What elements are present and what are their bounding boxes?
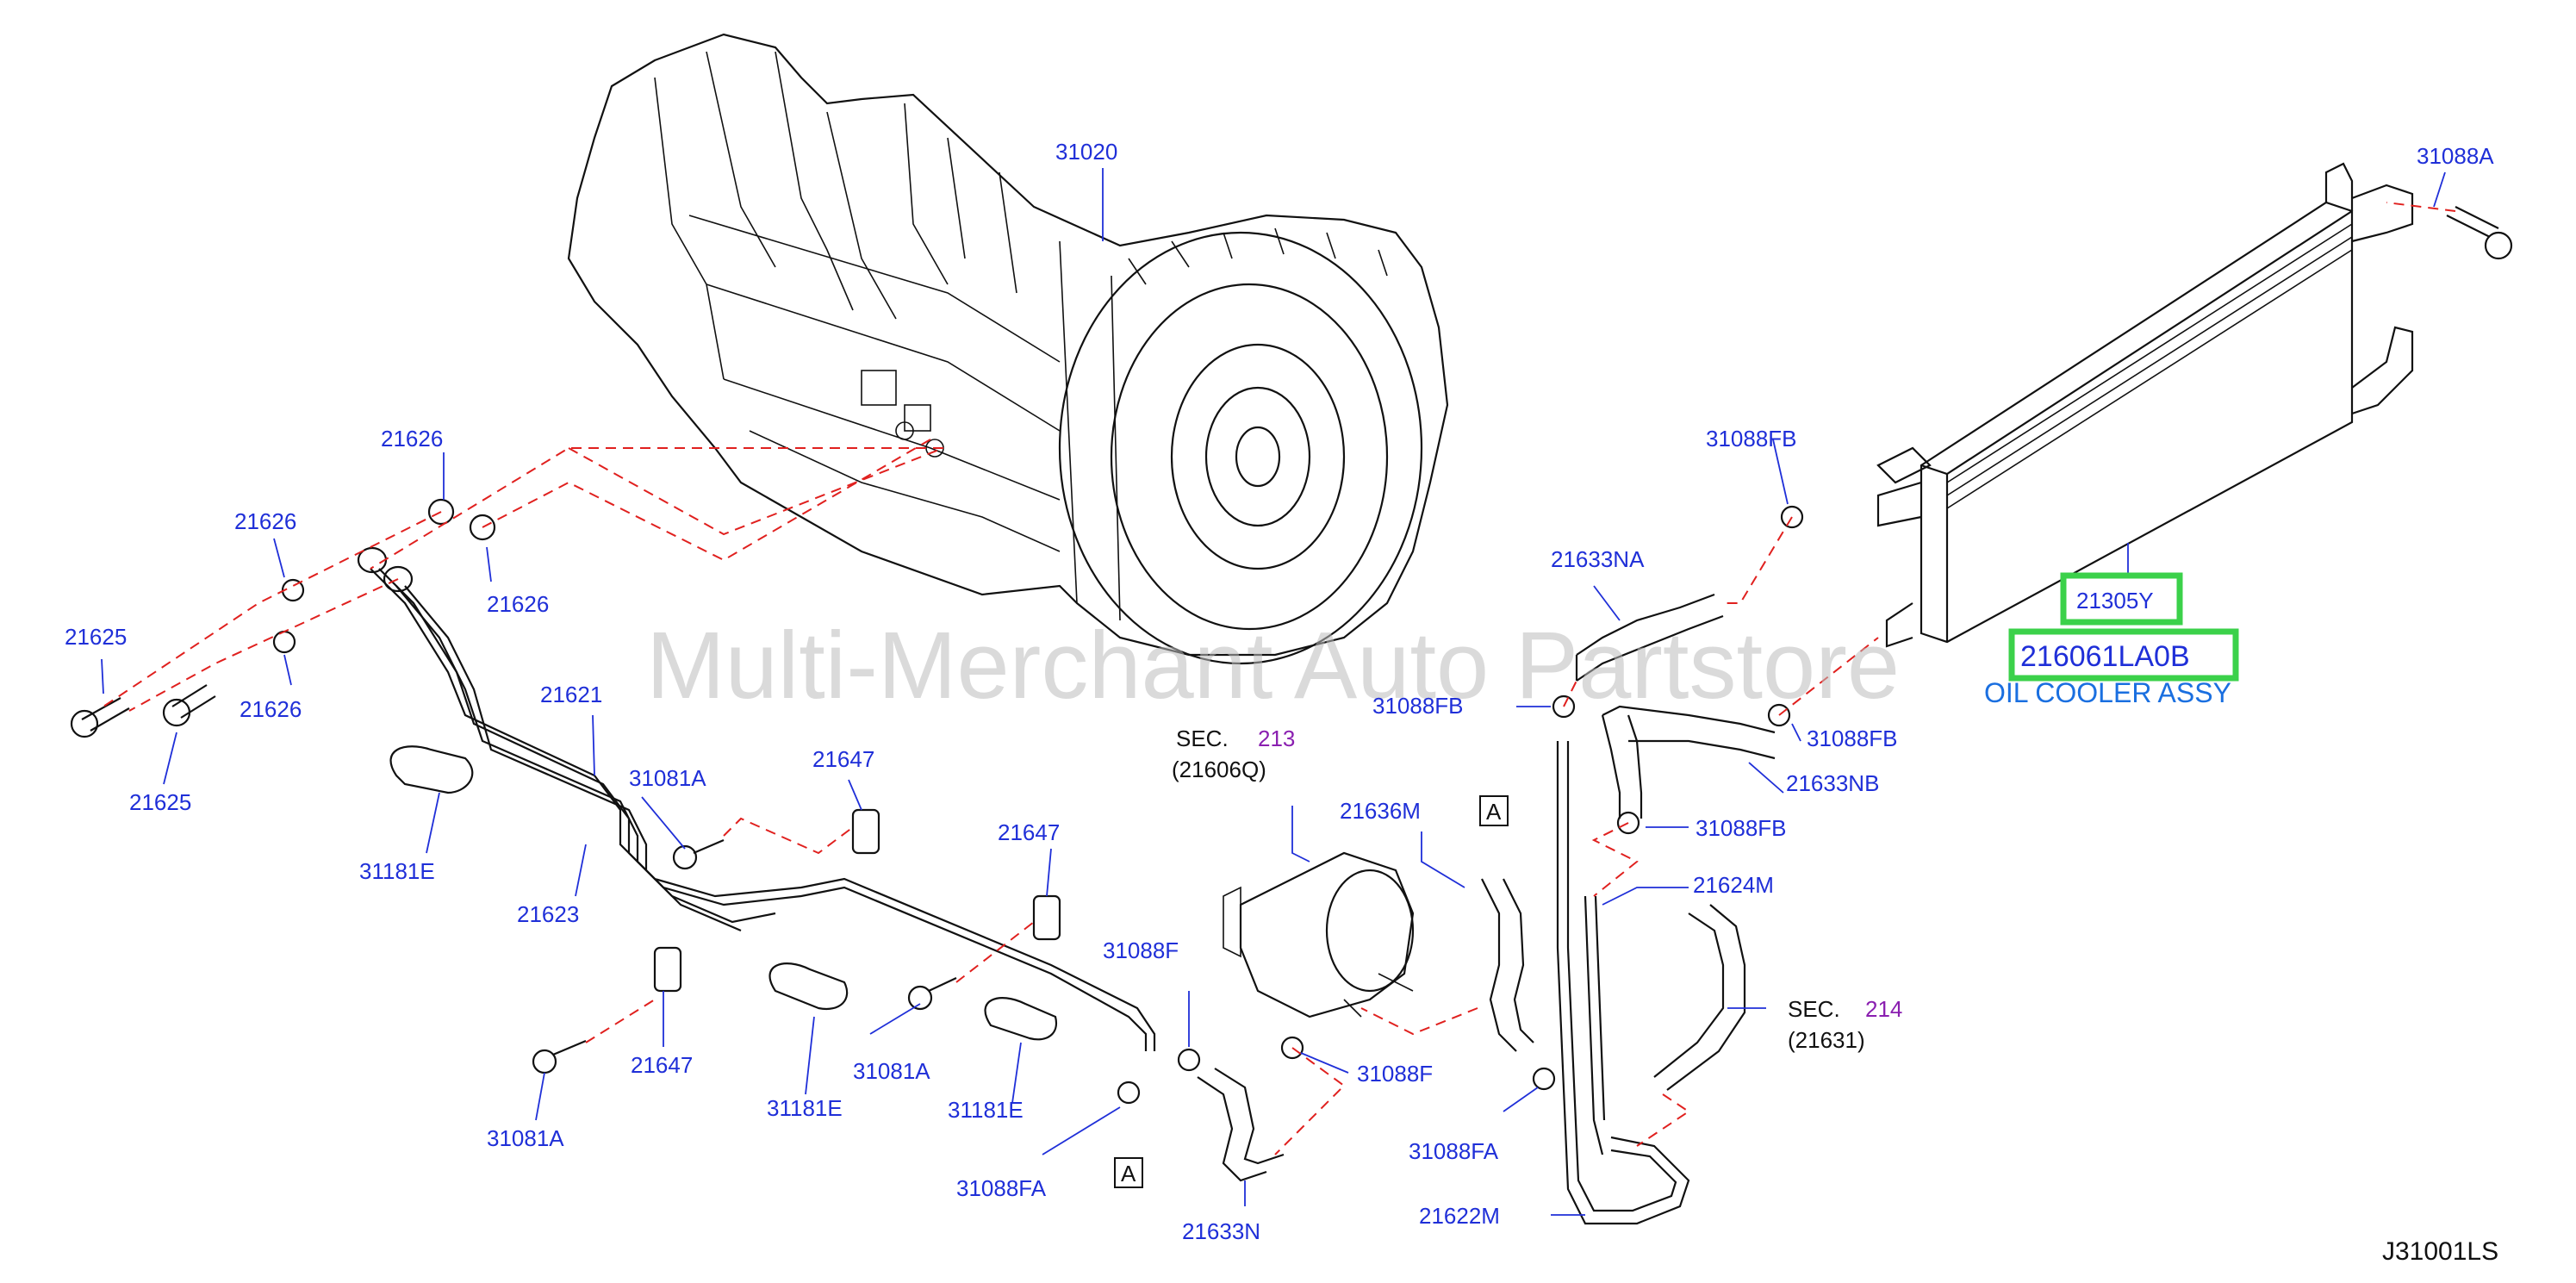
part-label-21633NA[interactable]: 21633NA bbox=[1551, 546, 1645, 572]
part-label-21647[interactable]: 21647 bbox=[998, 819, 1060, 845]
filter-assembly-sec213 bbox=[1223, 851, 1415, 1018]
part-label-31088FB[interactable]: 31088FB bbox=[1696, 815, 1787, 841]
section-ref-214[interactable]: SEC. 214 (21631) bbox=[1788, 996, 1902, 1053]
part-label-31088F[interactable]: 31088F bbox=[1357, 1061, 1433, 1087]
assembly-guides bbox=[103, 202, 2456, 1155]
part-label-31181E[interactable]: 31181E bbox=[948, 1097, 1024, 1123]
sec-213-number[interactable]: 213 bbox=[1258, 726, 1295, 751]
bolts-31081A bbox=[532, 838, 957, 1074]
part-label-21621[interactable]: 21621 bbox=[540, 682, 602, 707]
section-ref-213[interactable]: SEC. 213 (21606Q) bbox=[1172, 726, 1295, 782]
part-label-31181E[interactable]: 31181E bbox=[767, 1095, 843, 1121]
part-label-21626[interactable]: 21626 bbox=[234, 508, 296, 534]
transmission-illustration bbox=[567, 33, 1449, 665]
part-label-31088FB[interactable]: 31088FB bbox=[1706, 426, 1797, 452]
sec-214-ref: (21631) bbox=[1788, 1027, 1865, 1053]
part-label-31081A[interactable]: 31081A bbox=[629, 765, 706, 791]
bolts-21625 bbox=[70, 684, 216, 738]
part-label-21633NB[interactable]: 21633NB bbox=[1786, 770, 1879, 796]
part-label-21633N[interactable]: 21633N bbox=[1182, 1218, 1260, 1244]
highlighted-parts: 21305Y 216061LA0B OIL COOLER ASSY bbox=[1984, 572, 2239, 708]
callout-A-letter: A bbox=[1121, 1161, 1136, 1186]
part-label-21647[interactable]: 21647 bbox=[812, 746, 874, 772]
clips-31181E bbox=[389, 745, 1058, 1041]
callout-A-top: A bbox=[1479, 795, 1509, 826]
hose-21633NA bbox=[1575, 593, 1724, 682]
part-labels: 31020 31088A 31088FB 21633NA 31088FB 310… bbox=[65, 139, 2494, 1244]
cooler-pipes-21621-21623 bbox=[357, 546, 1156, 1051]
part-label-21623[interactable]: 21623 bbox=[517, 901, 579, 927]
callout-A-letter: A bbox=[1486, 799, 1502, 825]
part-label-31081A[interactable]: 31081A bbox=[853, 1058, 930, 1084]
diagram-code: J31001LS bbox=[2382, 1237, 2498, 1266]
leader-lines bbox=[101, 168, 2446, 1216]
sec-213-prefix: SEC. bbox=[1176, 726, 1229, 751]
pipe-21624M bbox=[1556, 741, 1690, 1225]
hose-21633NB bbox=[1601, 705, 1776, 819]
part-label-21626[interactable]: 21626 bbox=[487, 591, 549, 617]
hose-sec214 bbox=[1653, 904, 1746, 1091]
hose-21636M bbox=[1481, 878, 1534, 1052]
sec-214-prefix: SEC. bbox=[1788, 996, 1840, 1022]
part-label-31088FB[interactable]: 31088FB bbox=[1807, 726, 1898, 751]
part-label-31088FA[interactable]: 31088FA bbox=[956, 1175, 1047, 1201]
hose-clamps bbox=[1117, 505, 1804, 1105]
oil-cooler-illustration bbox=[1876, 162, 2414, 648]
part-label-31181E[interactable]: 31181E bbox=[359, 858, 435, 884]
part-label-21624M[interactable]: 21624M bbox=[1693, 872, 1774, 898]
highlight-box-21305Y bbox=[2060, 572, 2183, 626]
part-label-31081A[interactable]: 31081A bbox=[487, 1125, 564, 1151]
part-label-31020[interactable]: 31020 bbox=[1055, 139, 1117, 165]
part-label-216061LA0B[interactable]: 216061LA0B bbox=[2020, 640, 2190, 673]
part-label-21626[interactable]: 21626 bbox=[240, 696, 302, 722]
part-label-21626[interactable]: 21626 bbox=[381, 426, 443, 452]
bolt-31088A bbox=[2446, 206, 2513, 260]
sec-214-number[interactable]: 214 bbox=[1865, 996, 1902, 1022]
part-label-21625[interactable]: 21625 bbox=[129, 789, 191, 815]
part-label-31088FB[interactable]: 31088FB bbox=[1372, 693, 1464, 719]
part-label-21305Y[interactable]: 21305Y bbox=[2076, 588, 2154, 613]
highlight-box-216061LA0B bbox=[2008, 628, 2239, 682]
callout-A-bottom: A bbox=[1114, 1157, 1143, 1188]
watermark-text: Multi-Merchant Auto Partstore bbox=[646, 613, 1900, 719]
part-label-31088FA[interactable]: 31088FA bbox=[1409, 1138, 1499, 1164]
part-label-31088A[interactable]: 31088A bbox=[2417, 143, 2494, 169]
oil-cooler-caption: OIL COOLER ASSY bbox=[1984, 677, 2231, 708]
part-label-21647[interactable]: 21647 bbox=[631, 1052, 693, 1078]
part-label-31088F[interactable]: 31088F bbox=[1103, 937, 1179, 963]
sec-213-ref: (21606Q) bbox=[1172, 757, 1266, 782]
part-label-21625[interactable]: 21625 bbox=[65, 624, 127, 650]
part-label-21636M[interactable]: 21636M bbox=[1340, 798, 1421, 824]
hose-21633N bbox=[1197, 1068, 1285, 1182]
part-label-21622M[interactable]: 21622M bbox=[1419, 1203, 1500, 1229]
